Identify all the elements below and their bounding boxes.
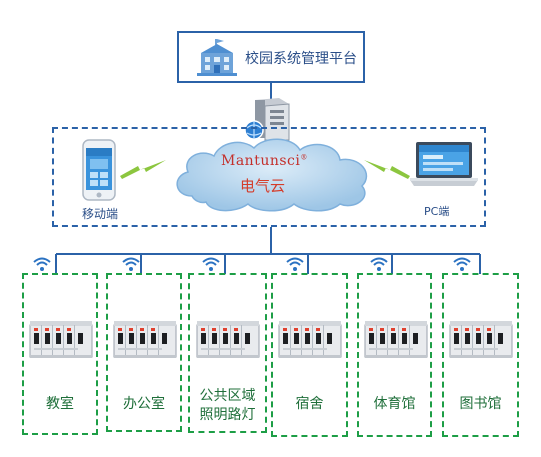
location-gymnasium-box: 体育馆 xyxy=(357,273,432,437)
laptop-icon xyxy=(410,142,478,186)
cloud-service-frame xyxy=(52,127,486,227)
location-public-area-box: 公共区域 照明路灯 xyxy=(188,273,267,433)
registered-mark: ® xyxy=(300,153,308,162)
pc-label: PC端 xyxy=(424,205,450,218)
platform-box: 校园系统管理平台 xyxy=(177,31,365,83)
location-classroom-box: 教室 xyxy=(22,273,98,435)
wifi-icon xyxy=(453,257,471,271)
location-label: 体育馆 xyxy=(373,396,416,412)
location-label: 公共区域 xyxy=(199,388,256,404)
smart-breaker-icon xyxy=(113,321,177,358)
wifi-icon xyxy=(202,257,220,271)
wifi-icon xyxy=(33,257,51,271)
location-dormitory-box: 宿舍 xyxy=(271,273,348,437)
cloud-label: 电气云 xyxy=(240,177,286,195)
smart-breaker-icon xyxy=(196,321,260,358)
lightning-link-left-icon xyxy=(120,160,166,179)
location-label: 图书馆 xyxy=(459,396,502,412)
mobile-label: 移动端 xyxy=(82,207,119,221)
school-building-icon xyxy=(197,39,237,76)
location-label-line2: 照明路灯 xyxy=(199,407,256,423)
brand-logo: Mantunsci® xyxy=(221,153,308,169)
smart-breaker-icon xyxy=(278,321,342,358)
location-label: 宿舍 xyxy=(295,396,324,412)
mobile-phone-icon xyxy=(82,139,116,201)
server-icon xyxy=(244,98,290,141)
brand-name: Mantunsci xyxy=(221,153,301,169)
wifi-icon xyxy=(122,257,140,271)
location-label: 教室 xyxy=(46,396,74,412)
smart-breaker-icon xyxy=(29,321,93,358)
smart-breaker-icon xyxy=(449,321,513,358)
location-office-box: 办公室 xyxy=(106,273,182,432)
location-label: 办公室 xyxy=(123,396,165,412)
lightning-link-right-icon xyxy=(364,160,410,179)
cloud-icon xyxy=(176,138,368,212)
platform-label: 校园系统管理平台 xyxy=(245,51,357,67)
location-library-box: 图书馆 xyxy=(442,273,519,437)
smart-breaker-icon xyxy=(364,321,428,358)
wifi-icon xyxy=(370,257,388,271)
wifi-icon xyxy=(286,257,304,271)
